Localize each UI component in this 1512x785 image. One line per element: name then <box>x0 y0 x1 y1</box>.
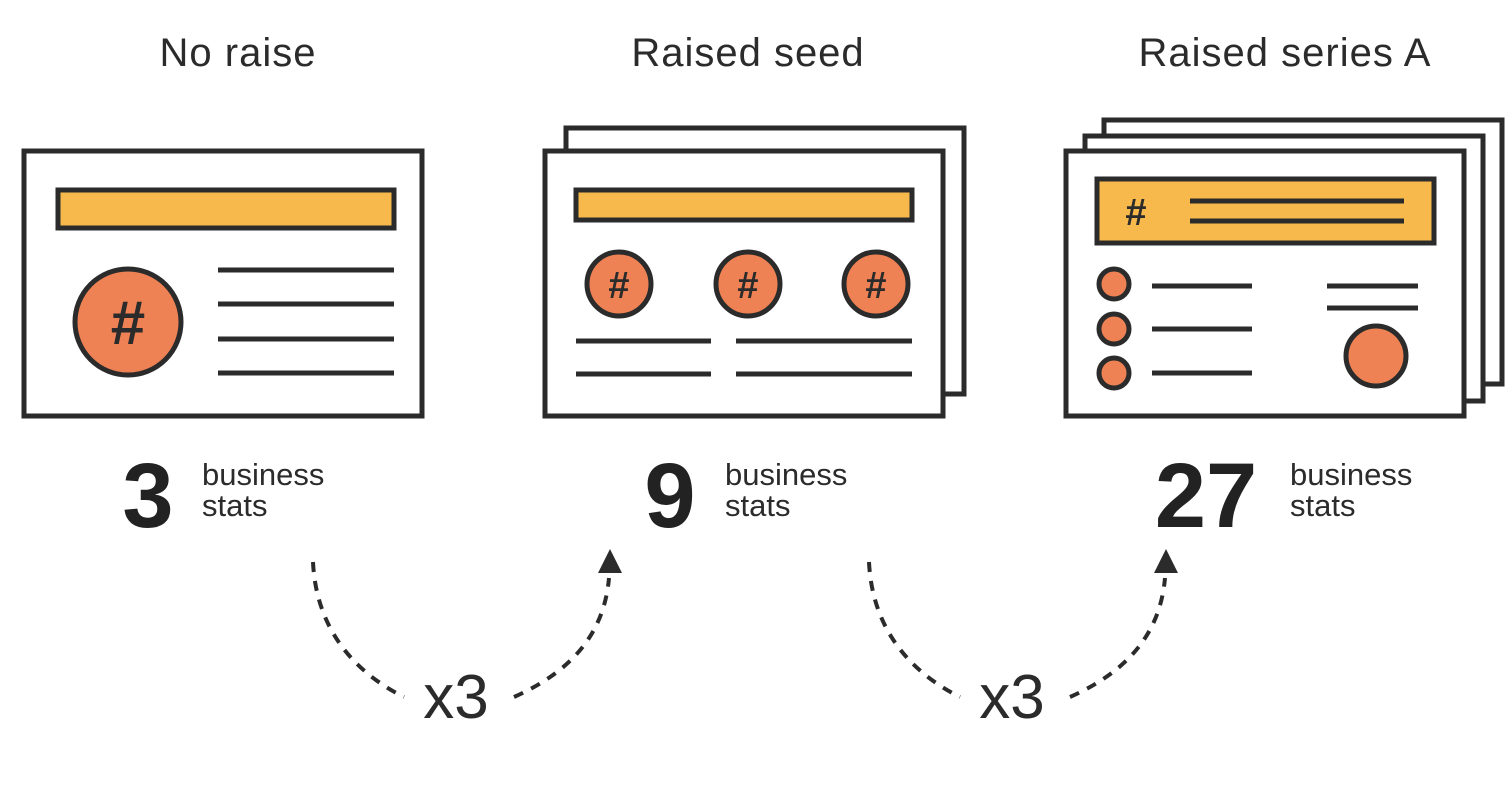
stat-count-seed: 9 business stats <box>644 445 847 547</box>
hash-icon: # <box>1125 192 1146 234</box>
count-unit-line1: business <box>1290 457 1412 492</box>
multiplier-label: x3 <box>979 663 1044 732</box>
header-bar <box>573 187 915 223</box>
count-unit-line2: stats <box>202 488 267 523</box>
count-unit-line1: business <box>202 457 324 492</box>
stat-count-series-a: 27 business stats <box>1155 445 1413 547</box>
dashed-arc-right <box>513 577 611 699</box>
count-number: 3 <box>122 445 173 547</box>
text-lines <box>576 338 912 377</box>
stat-circle <box>841 249 911 319</box>
count-unit-line2: stats <box>725 488 790 523</box>
list-lines <box>1152 283 1252 376</box>
count-number: 27 <box>1155 445 1257 547</box>
stat-circle <box>584 249 654 319</box>
count-unit-line2: stats <box>1290 488 1355 523</box>
side-text-lines <box>1327 283 1418 311</box>
list-bullet <box>1096 311 1132 347</box>
dashed-arc-left <box>867 561 961 699</box>
hash-icon: # <box>737 265 758 307</box>
list-bullet <box>1096 266 1132 302</box>
stage-title-no-raise: No raise <box>160 31 317 75</box>
header-bar <box>55 187 397 231</box>
stage-title-seed: Raised seed <box>631 31 864 75</box>
arrowhead-icon <box>1154 549 1178 573</box>
dashboard-card-seed: # # # <box>542 125 967 419</box>
multiplier-label: x3 <box>423 663 488 732</box>
dashed-arc-left <box>311 561 405 699</box>
text-lines <box>218 267 394 376</box>
multiplier-arrow-1: x3 <box>311 549 622 732</box>
header-text-lines <box>1190 198 1404 224</box>
arrowhead-icon <box>598 549 622 573</box>
stat-circle <box>72 266 184 378</box>
count-unit-line1: business <box>725 457 847 492</box>
list-bullet <box>1096 355 1132 391</box>
dashed-arc-right <box>1069 577 1167 699</box>
count-number: 9 <box>644 445 695 547</box>
dashboard-card-series-a: # <box>1063 117 1505 419</box>
hash-icon: # <box>608 265 629 307</box>
header-bar <box>1094 176 1437 246</box>
stage-title-series-a: Raised series A <box>1139 31 1432 75</box>
stat-circle <box>713 249 783 319</box>
dashboard-card-no-raise: # <box>21 148 425 419</box>
multiplier-arrow-2: x3 <box>867 549 1178 732</box>
stat-count-no-raise: 3 business stats <box>122 445 324 547</box>
hash-icon: # <box>865 265 886 307</box>
hash-icon: # <box>111 289 145 358</box>
stat-circle <box>1343 323 1409 389</box>
